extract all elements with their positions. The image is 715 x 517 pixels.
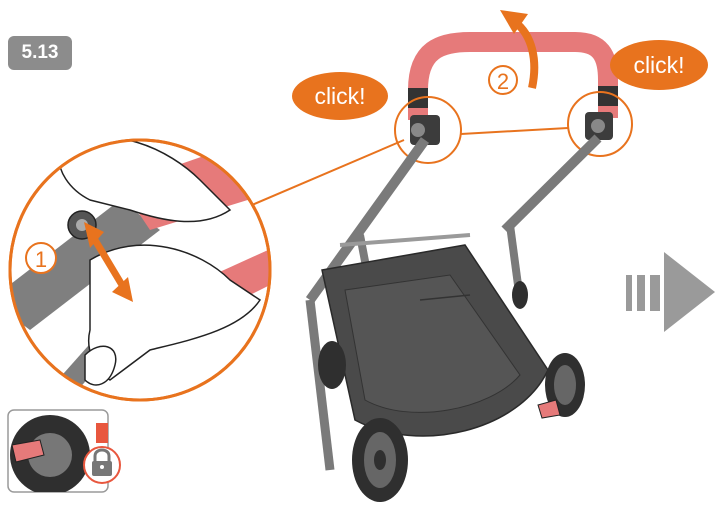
- click-callout-right: click!: [610, 40, 708, 90]
- front-wheel-left: [352, 418, 408, 502]
- step-number-badge: 5.13: [8, 36, 72, 70]
- step-one-label: 1: [35, 247, 47, 272]
- next-arrow-icon: [626, 252, 715, 332]
- rear-wheel-right: [512, 281, 528, 309]
- brake-lock-icon: [8, 410, 120, 495]
- click-label-left: click!: [314, 83, 365, 110]
- step-two-label: 2: [497, 69, 509, 94]
- click-label-right: click!: [633, 52, 684, 79]
- step-number: 5.13: [22, 42, 59, 64]
- click-callout-left: click!: [292, 72, 388, 120]
- rear-wheel-left: [318, 341, 346, 389]
